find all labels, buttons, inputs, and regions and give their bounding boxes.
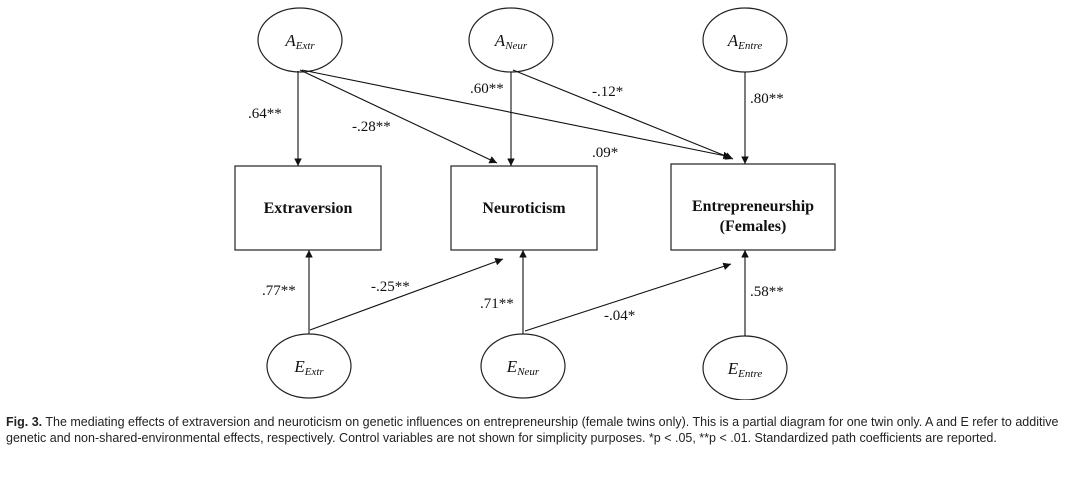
coef-a-extr-entrepreneurship: .09* — [592, 145, 618, 161]
coef-e-entre-entrepreneurship: .58** — [750, 284, 784, 300]
coef-e-extr-neuroticism: -.25** — [371, 279, 410, 295]
neuroticism-label: Neuroticism — [482, 200, 566, 217]
figure-caption-text: The mediating effects of extraversion an… — [6, 415, 1059, 445]
path-e-extr-neuroticism — [309, 258, 504, 331]
e-extr-label: EExtr — [293, 357, 324, 378]
a-neur-label: ANeur — [494, 31, 528, 52]
coef-e-neur-entrepreneurship: -.04* — [604, 308, 635, 324]
path-a-neur-entrepreneurship — [512, 69, 734, 160]
a-extr-label: AExtr — [284, 31, 315, 52]
entrepreneurship-label: Entrepreneurship — [692, 198, 814, 215]
figure-caption: Fig. 3. The mediating effects of extrave… — [6, 414, 1074, 446]
extraversion-box — [234, 165, 382, 251]
figure-caption-label: Fig. 3. — [6, 415, 43, 429]
path-a-extr-entrepreneurship — [301, 69, 732, 160]
e-entre-label: EEntre — [727, 359, 763, 380]
coef-a-neur-entrepreneurship: -.12* — [592, 84, 623, 100]
coef-e-neur-neuroticism: .71** — [480, 296, 514, 312]
entrepreneurship-sublabel: (Females) — [720, 218, 787, 235]
entrepreneurship-box — [670, 163, 836, 251]
coef-e-extr-extraversion: .77** — [262, 283, 296, 299]
a-entre-label: AEntre — [727, 31, 763, 52]
a-extr-ellipse — [257, 7, 343, 73]
path-a-extr-neuroticism — [299, 69, 498, 164]
coef-a-extr-neuroticism: -.28** — [352, 119, 391, 135]
extraversion-label: Extraversion — [264, 200, 353, 217]
e-neur-label: ENeur — [506, 357, 540, 378]
coef-a-entre-entrepreneurship: .80** — [750, 91, 784, 107]
path-e-neur-entrepreneurship — [524, 262, 732, 332]
path-diagram: AExtr ANeur AEntre EExtr ENeur EEntre Ex… — [234, 7, 836, 400]
coef-a-neur-neuroticism: .60** — [470, 81, 504, 97]
neuroticism-box — [450, 165, 598, 251]
coef-a-extr-extraversion: .64** — [248, 106, 282, 122]
